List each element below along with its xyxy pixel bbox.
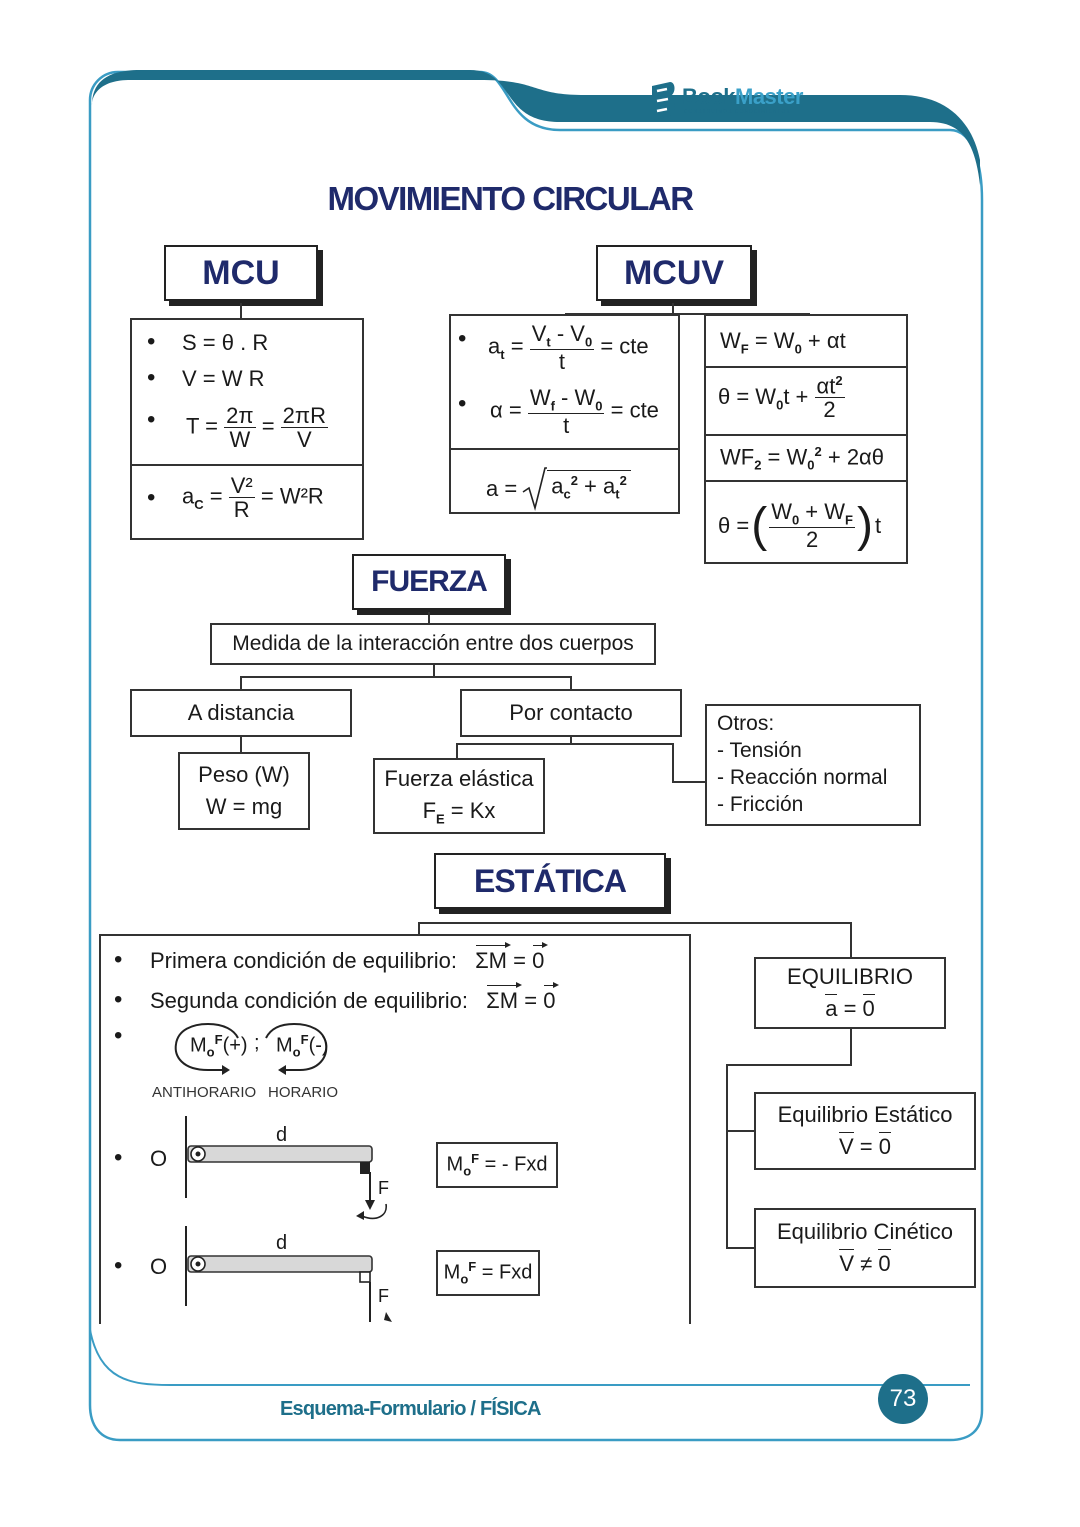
- mcu-velocity-formula: V = W R: [182, 366, 265, 391]
- equilibrio-cinetico-box: Equilibrio Cinético V ≠ 0: [754, 1208, 976, 1288]
- fuerza-title: FUERZA: [352, 554, 506, 610]
- pivot-label: O: [150, 1146, 168, 1171]
- equilibrio-box: EQUILIBRIO a = 0: [754, 957, 946, 1029]
- book-icon: [652, 82, 675, 120]
- moment-separator: ;: [254, 1032, 260, 1054]
- beam-diagram-clockwise: [185, 1116, 387, 1220]
- brand-name-book: Book: [682, 84, 736, 109]
- primera-condicion: Primera condición de equilibrio: ΣM = 0: [150, 942, 549, 973]
- estatica-title: ESTÁTICA: [434, 853, 666, 909]
- moment-sign-diagram: [174, 1022, 328, 1075]
- antihorario-label: ANTIHORARIO: [152, 1084, 257, 1101]
- mcu-arc-formula: S = θ . R: [182, 330, 269, 355]
- moment-positive: MoF(+): [190, 1032, 248, 1060]
- beam-diagram-counterclockwise: [185, 1226, 392, 1322]
- moment-result-positive: MoF = Fxd: [436, 1250, 540, 1296]
- brand-logo: BookMaster CONSTRUIMOS CONOCIMIENTOS: [648, 78, 808, 126]
- mcuv-final-angular-velocity: WF = W0 + αt: [720, 328, 846, 357]
- estatica-main-box: [99, 934, 691, 1324]
- mcuv-total-accel: a = ac2 + at2: [486, 466, 631, 512]
- equilibrio-estatico-box: Equilibrio Estático V = 0: [754, 1092, 976, 1170]
- peso-box: Peso (W) W = mg: [178, 752, 310, 830]
- mcu-formula-box: [130, 318, 364, 540]
- mcuv-right-box: [704, 314, 908, 564]
- brand-name-master: Master: [735, 84, 803, 109]
- mcuv-title: MCUV: [596, 245, 752, 301]
- distance-label: d: [276, 1124, 288, 1146]
- horario-label: HORARIO: [268, 1084, 339, 1101]
- moment-negative: MoF(-): [276, 1032, 329, 1060]
- page-number: 73: [878, 1374, 928, 1424]
- moment-result-negative: MoF = - Fxd: [436, 1142, 558, 1188]
- page-title: MOVIMIENTO CIRCULAR: [327, 180, 694, 217]
- force-label: F: [378, 1286, 389, 1306]
- fuerza-definition: Medida de la interacción entre dos cuerp…: [210, 623, 656, 665]
- por-contacto-box: Por contacto: [460, 689, 682, 737]
- fuerza-elastica-box: Fuerza elástica FE = Kx: [373, 758, 545, 834]
- a-distancia-box: A distancia: [130, 689, 352, 737]
- segunda-condicion: Segunda condición de equilibrio: ΣM = 0: [150, 982, 560, 1013]
- brand-tagline: CONSTRUIMOS CONOCIMIENTOS: [684, 109, 791, 115]
- otros-box: Otros: - Tensión - Reacción normal - Fri…: [705, 704, 921, 826]
- otros-item: - Fricción: [717, 793, 804, 816]
- distance-label: d: [276, 1232, 288, 1254]
- mcuv-velocity-squared: WF2 = W02 + 2αθ: [720, 444, 885, 473]
- otros-item: - Reacción normal: [717, 766, 888, 789]
- otros-item: - Tensión: [717, 739, 802, 762]
- pivot-label: O: [150, 1254, 168, 1279]
- footer-label: Esquema-Formulario / FÍSICA: [280, 1398, 542, 1420]
- force-label: F: [378, 1178, 389, 1198]
- mcu-title: MCU: [164, 245, 318, 301]
